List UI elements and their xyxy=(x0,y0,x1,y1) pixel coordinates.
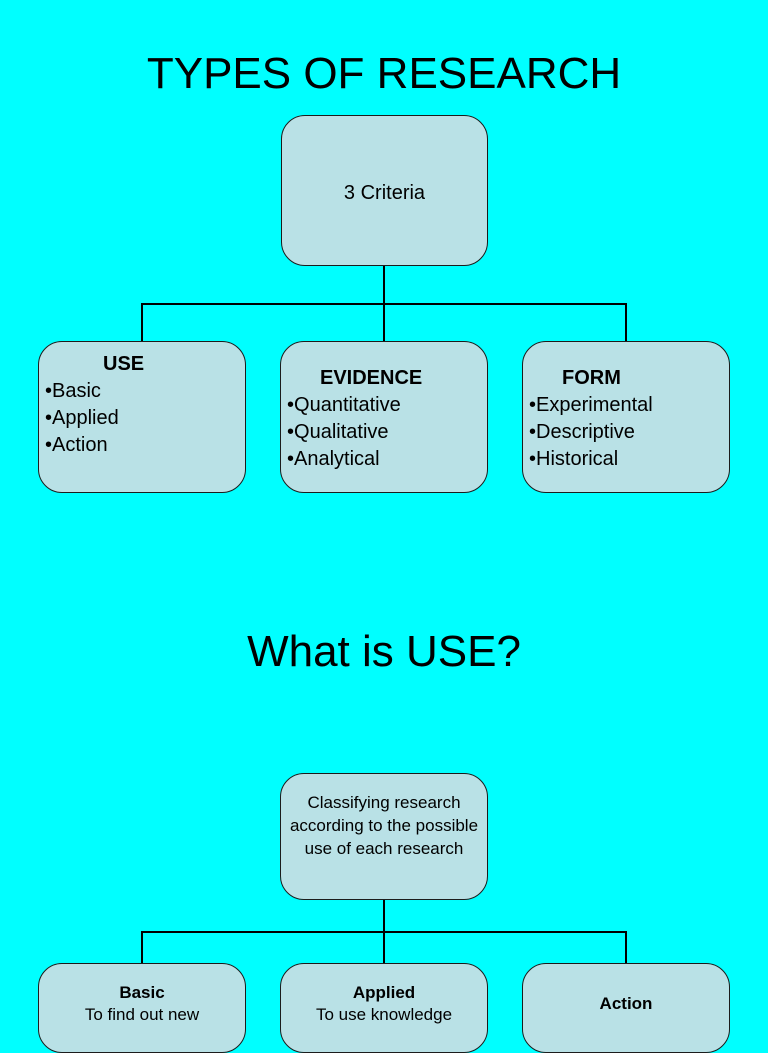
use-box-content: Action xyxy=(523,993,729,1015)
use-box-action: Action xyxy=(522,963,730,1053)
list-item: Basic xyxy=(45,378,119,405)
category-heading: USE xyxy=(103,353,145,375)
category-heading: EVIDENCE xyxy=(320,367,423,389)
category-items: Quantitative Qualitative Analytical xyxy=(287,392,401,473)
connector-horizontal xyxy=(141,931,627,933)
use-heading: Action xyxy=(599,994,653,1013)
category-items: Basic Applied Action xyxy=(45,378,119,459)
use-heading: Basic xyxy=(119,983,165,1002)
list-item: Descriptive xyxy=(529,419,653,446)
root-label: 3 Criteria xyxy=(343,182,426,204)
connector-horizontal xyxy=(141,303,627,305)
category-heading: FORM xyxy=(562,367,621,389)
list-item: Quantitative xyxy=(287,392,401,419)
connector-left xyxy=(141,303,143,342)
list-item: Applied xyxy=(45,405,119,432)
list-item: Historical xyxy=(529,446,653,473)
root-label: Classifying research according to the po… xyxy=(289,793,479,858)
use-description: To find out new xyxy=(84,1005,200,1024)
use-box-basic: Basic To find out new xyxy=(38,963,246,1053)
list-item: Qualitative xyxy=(287,419,401,446)
connector-right xyxy=(625,931,627,964)
list-item: Action xyxy=(45,432,119,459)
connector-left xyxy=(141,931,143,964)
diagram1-title: TYPES OF RESEARCH xyxy=(146,49,622,98)
root-box-criteria: 3 Criteria xyxy=(281,115,488,266)
use-box-content: Applied To use knowledge xyxy=(281,982,487,1026)
list-item: Analytical xyxy=(287,446,401,473)
use-box-applied: Applied To use knowledge xyxy=(280,963,488,1053)
connector-right xyxy=(625,303,627,342)
use-box-content: Basic To find out new xyxy=(39,982,245,1026)
list-item: Experimental xyxy=(529,392,653,419)
category-box-evidence: EVIDENCE Quantitative Qualitative Analyt… xyxy=(280,341,488,493)
category-box-form: FORM Experimental Descriptive Historical xyxy=(522,341,730,493)
use-description: To use knowledge xyxy=(315,1005,453,1024)
root-box-classifying: Classifying research according to the po… xyxy=(280,773,488,900)
use-heading: Applied xyxy=(352,983,416,1002)
category-items: Experimental Descriptive Historical xyxy=(529,392,653,473)
category-box-use: USE Basic Applied Action xyxy=(38,341,246,493)
diagram2-title: What is USE? xyxy=(247,627,521,676)
